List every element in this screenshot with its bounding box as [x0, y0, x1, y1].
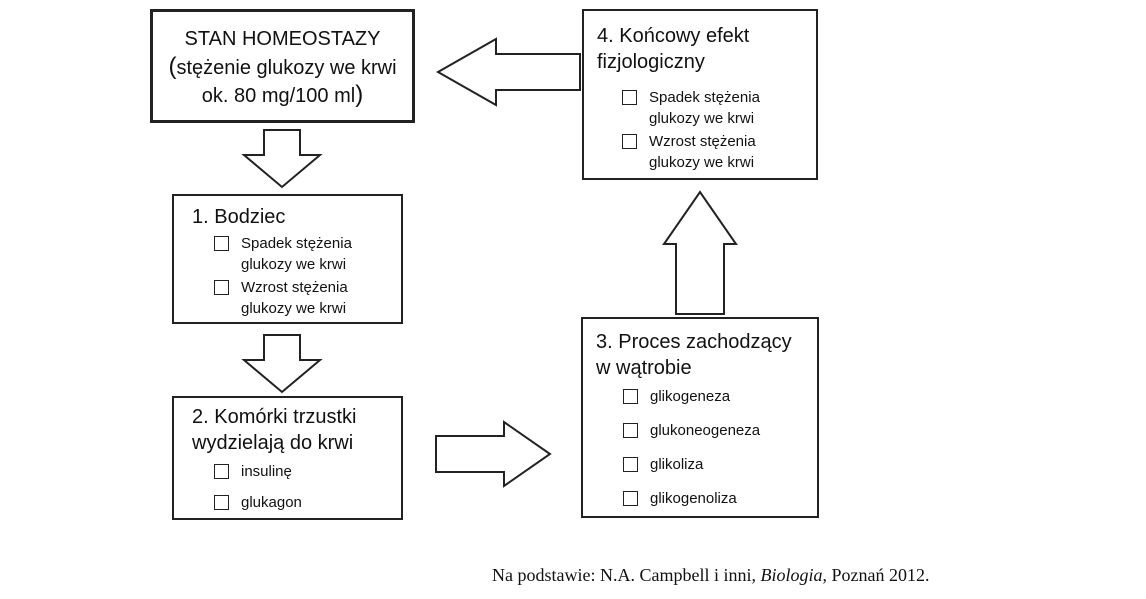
option-row: Spadek stężenia glukozy we krwi	[622, 87, 760, 129]
checkbox[interactable]	[622, 134, 637, 149]
open-paren: (	[168, 53, 177, 80]
box-liver-title: 3. Proces zachodzący w wątrobie	[596, 331, 792, 379]
option-row: glukagon	[214, 492, 302, 513]
option-row: Wzrost stężenia glukozy we krwi	[622, 131, 756, 173]
checkbox[interactable]	[214, 236, 229, 251]
box-effect: 4. Końcowy efekt fizjologiczny Spadek st…	[582, 9, 818, 180]
arrow-down-icon	[241, 334, 323, 394]
option-row: glikogenoliza	[623, 488, 737, 509]
homeostasis-line3: ok. 80 mg/100 ml	[201, 85, 356, 107]
checkbox[interactable]	[214, 280, 229, 295]
homeostasis-value: ok. 80 mg/100 ml)	[153, 81, 412, 110]
arrow-up-icon	[662, 190, 738, 315]
arrow-down-icon	[241, 129, 323, 189]
checkbox[interactable]	[214, 495, 229, 510]
box-pancreas: 2. Komórki trzustki wydzielają do krwi i…	[172, 396, 403, 520]
arrow-right-icon	[435, 420, 552, 488]
checkbox[interactable]	[214, 464, 229, 479]
option-row: Wzrost stężenia glukozy we krwi	[214, 277, 348, 319]
box-liver: 3. Proces zachodzący w wątrobie glikogen…	[581, 317, 819, 518]
source-prefix: Na podstawie: N.A. Campbell i inni,	[492, 565, 761, 585]
source-citation: Na podstawie: N.A. Campbell i inni, Biol…	[492, 565, 929, 586]
source-suffix: , Poznań 2012.	[822, 565, 930, 585]
box-effect-title: 4. Końcowy efekt fizjologiczny	[597, 25, 750, 73]
homeostasis-line2: stężenie glukozy we krwi	[176, 57, 397, 79]
checkbox[interactable]	[623, 389, 638, 404]
option-label: insulinę	[241, 463, 292, 480]
option-label: glikogeneza	[650, 388, 731, 405]
arrow-left-icon	[435, 37, 581, 107]
checkbox[interactable]	[623, 423, 638, 438]
option-row: glikogeneza	[623, 386, 730, 407]
option-label: Spadek stężenia glukozy we krwi	[241, 235, 352, 273]
source-book-title: Biologia	[760, 565, 823, 585]
box-stimulus-title: 1. Bodziec	[192, 206, 286, 228]
option-label: glikoliza	[650, 456, 704, 473]
option-row: Spadek stężenia glukozy we krwi	[214, 233, 352, 275]
option-label: Wzrost stężenia glukozy we krwi	[241, 279, 348, 317]
option-label: glukagon	[241, 494, 302, 511]
option-row: glikoliza	[623, 454, 703, 475]
option-row: glukoneogeneza	[623, 420, 760, 441]
option-label: Spadek stężenia glukozy we krwi	[649, 89, 760, 127]
box-stimulus: 1. Bodziec Spadek stężenia glukozy we kr…	[172, 194, 403, 324]
option-label: glikogenoliza	[650, 490, 737, 507]
box-pancreas-title: 2. Komórki trzustki wydzielają do krwi	[192, 406, 357, 454]
homeostasis-condition: (stężenie glukozy we krwi	[153, 53, 412, 82]
checkbox[interactable]	[622, 90, 637, 105]
option-row: insulinę	[214, 461, 292, 482]
homeostasis-box: STAN HOMEOSTAZY (stężenie glukozy we krw…	[150, 9, 415, 123]
option-label: Wzrost stężenia glukozy we krwi	[649, 133, 756, 171]
checkbox[interactable]	[623, 457, 638, 472]
checkbox[interactable]	[623, 491, 638, 506]
option-label: glukoneogeneza	[650, 422, 761, 439]
homeostasis-title: STAN HOMEOSTAZY	[184, 28, 381, 50]
close-paren: )	[355, 81, 364, 108]
